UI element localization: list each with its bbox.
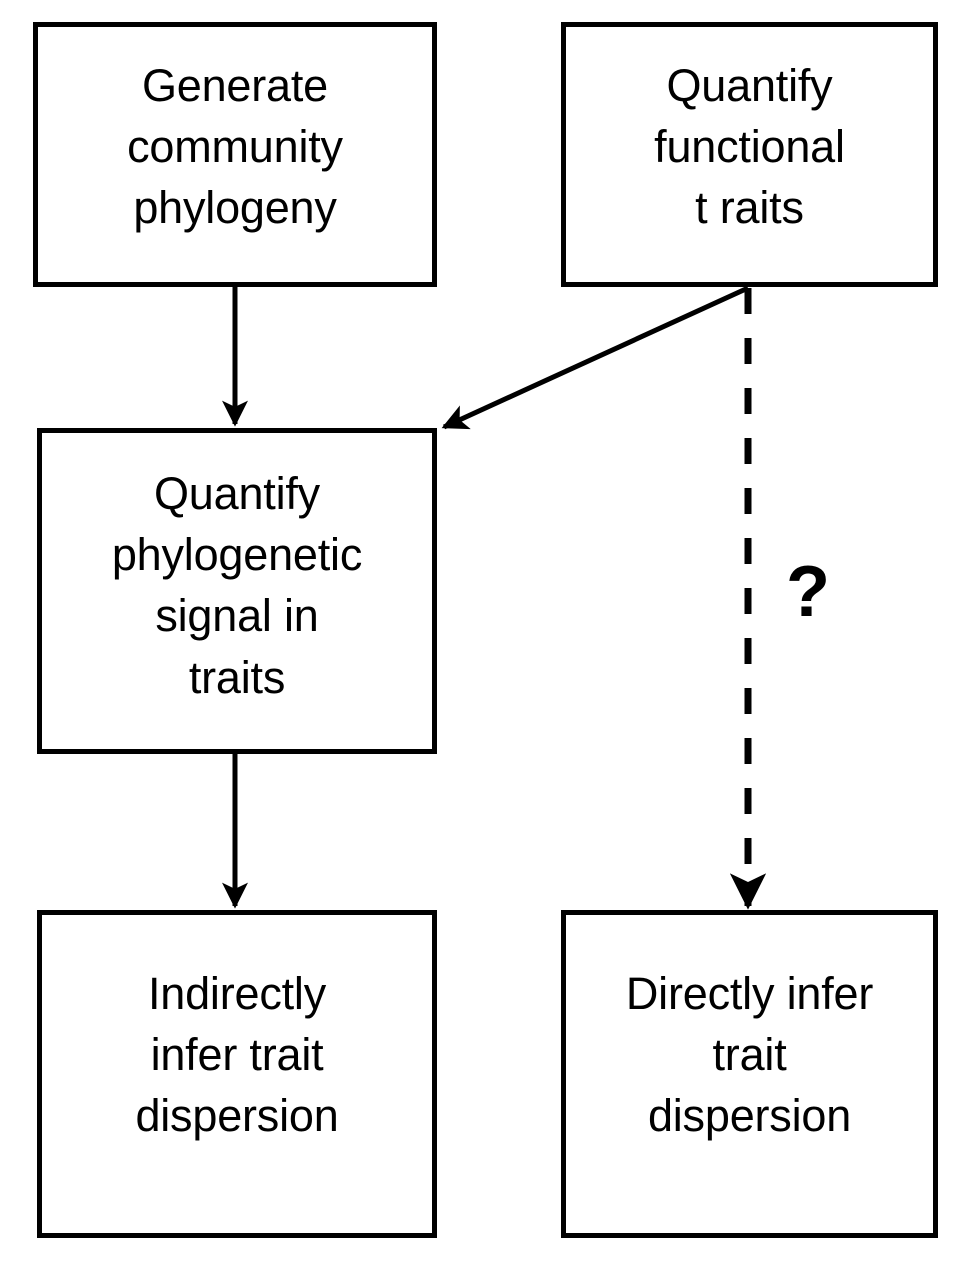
node-label: Directly infer trait dispersion — [625, 968, 874, 1142]
node-label: Quantify phylogenetic signal in traits — [111, 468, 363, 703]
uncertainty-question-mark: ? — [786, 552, 830, 632]
node-quantify-functional-traits[interactable]: Quantify functional t raits — [561, 22, 938, 287]
node-label: Quantify functional t raits — [654, 60, 845, 234]
node-label: Indirectly infer trait dispersion — [135, 968, 339, 1142]
node-quantify-phylogenetic-signal[interactable]: Quantify phylogenetic signal in traits — [37, 428, 437, 754]
node-indirectly-infer-trait-dispersion[interactable]: Indirectly infer trait dispersion — [37, 910, 437, 1238]
edge-traits-to-signal — [441, 285, 750, 430]
node-label: Generate community phylogeny — [127, 60, 343, 234]
node-directly-infer-trait-dispersion[interactable]: Directly infer trait dispersion — [561, 910, 938, 1238]
node-generate-community-phylogeny[interactable]: Generate community phylogeny — [33, 22, 437, 287]
